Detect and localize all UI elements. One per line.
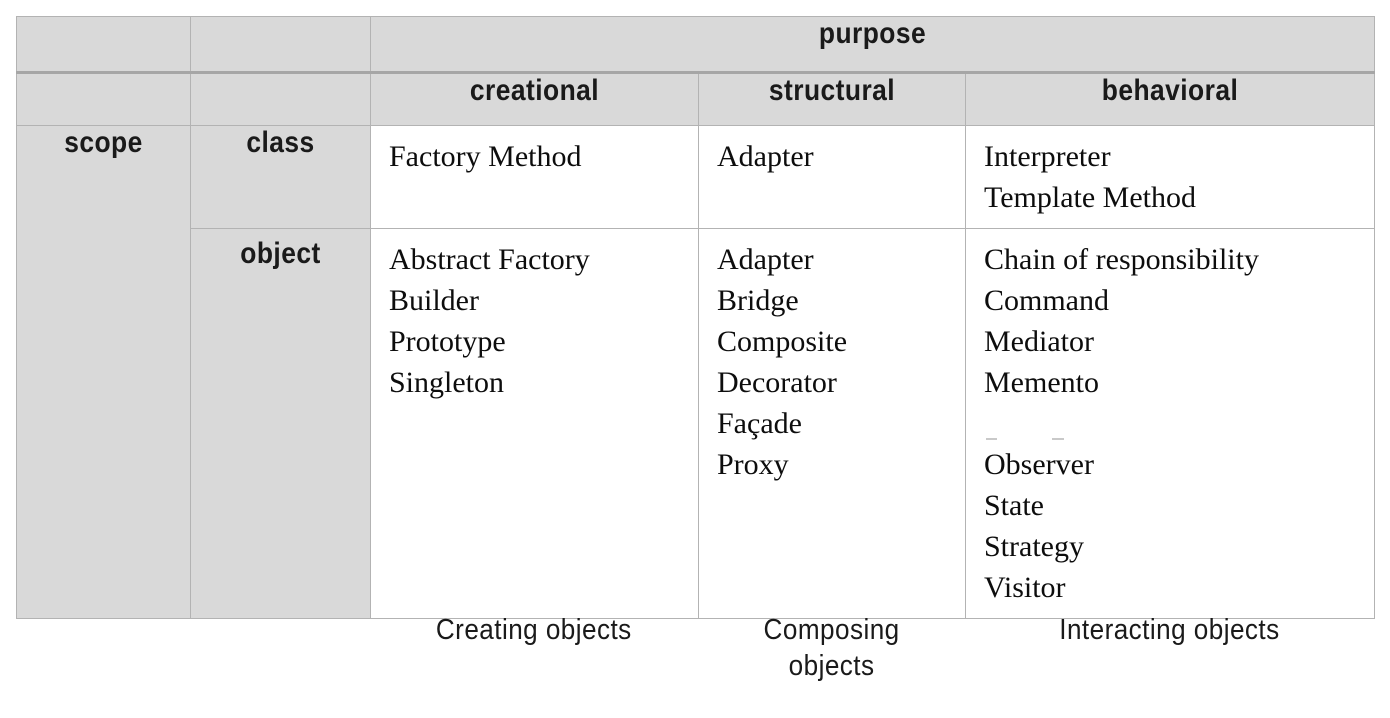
column-header-behavioral-label: behavioral (1101, 74, 1239, 107)
design-patterns-table: purpose creational structural behavioral (16, 16, 1375, 619)
footer-caption-creational: Creating objects (370, 612, 698, 648)
cell-object-structural: Adapter Bridge Composite Decorator Façad… (698, 228, 966, 619)
cell-class-structural-list: Adapter (717, 140, 814, 173)
column-header-structural: structural (698, 72, 966, 126)
cell-object-creational: Abstract Factory Builder Prototype Singl… (370, 228, 699, 619)
cell-class-structural: Adapter (698, 125, 966, 229)
corner-cell-top-left (16, 16, 191, 74)
cell-class-creational-list: Factory Method (389, 140, 582, 173)
purpose-header-label: purpose (818, 17, 927, 50)
cell-object-behavioral-list: Chain of responsibility Command Mediator… (966, 229, 1374, 618)
erased-line-artifact (984, 403, 1374, 444)
cell-object-behavioral: Chain of responsibility Command Mediator… (965, 228, 1375, 619)
cell-object-creational-list: Abstract Factory Builder Prototype Singl… (389, 243, 590, 399)
scope-label: scope (64, 126, 143, 159)
cell-class-creational: Factory Method (370, 125, 699, 229)
footer-caption-structural-label: Composing objects (763, 614, 900, 682)
corner-cell-top-mid (190, 16, 371, 74)
row-header-object-label: object (240, 237, 321, 270)
corner-cell-mid-mid (190, 72, 371, 126)
cell-object-structural-list: Adapter Bridge Composite Decorator Façad… (717, 243, 848, 481)
column-header-creational: creational (370, 72, 699, 126)
cell-class-behavioral: Interpreter Template Method (965, 125, 1375, 229)
row-header-object: object (190, 228, 371, 619)
column-header-behavioral: behavioral (965, 72, 1375, 126)
footer-caption-creational-label: Creating objects (436, 614, 632, 646)
cell-object-behavioral-list-part1: Chain of responsibility Command Mediator… (984, 243, 1259, 399)
row-header-class: class (190, 125, 371, 229)
column-header-creational-label: creational (469, 74, 600, 107)
cell-class-behavioral-list: Interpreter Template Method (984, 140, 1197, 214)
scope-label-cell: scope (16, 125, 191, 619)
header-row-purpose: purpose (16, 16, 1375, 74)
purpose-header-cell: purpose (370, 16, 1375, 74)
footer-caption-behavioral: Interacting objects (965, 612, 1374, 648)
table-row-object: object Abstract Factory Builder Prototyp… (17, 228, 1375, 619)
footer-caption-structural: Composing objects (698, 612, 965, 684)
row-header-class-label: class (246, 126, 315, 159)
corner-cell-mid-left (16, 72, 191, 126)
footer-caption-behavioral-label: Interacting objects (1059, 614, 1280, 646)
cell-object-behavioral-list-part2: Observer State Strategy Visitor (984, 448, 1094, 604)
table-row-class: scope class Factory Method Adapter Inter… (16, 125, 1375, 619)
column-header-structural-label: structural (768, 74, 896, 107)
header-row-purpose-subcolumns: creational structural behavioral (16, 72, 1375, 126)
